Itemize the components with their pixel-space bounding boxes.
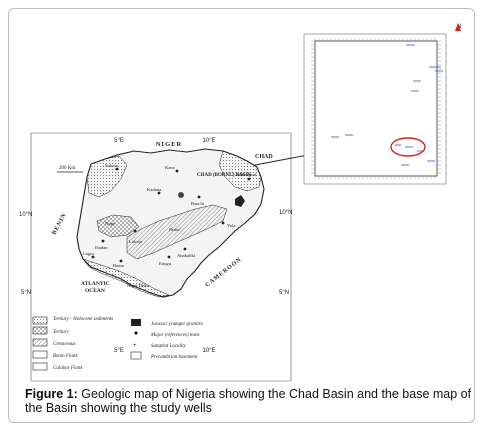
figure-frame: 5°E 10°E 5°E 10°E 10°N 5°N 10°N 5°N [8, 8, 475, 423]
place-label: Benin [113, 263, 125, 268]
legend-swatch [130, 351, 142, 360]
town-marker [221, 221, 225, 225]
legend-swatch [32, 362, 48, 371]
legend-swatch [32, 338, 48, 347]
legend-swatch [32, 350, 48, 359]
chad-basin-fill [218, 150, 262, 192]
place-label: Lagos [83, 251, 94, 256]
town-marker [157, 191, 161, 195]
north-arrow-icon [455, 23, 461, 31]
legend-label: Tertiary [53, 330, 70, 335]
legend-label: Precambrian basement [150, 355, 198, 360]
niger-delta-fill [82, 258, 170, 298]
legend-swatch [131, 319, 141, 326]
town-marker [101, 239, 105, 243]
caption-label: Figure 1: [25, 387, 78, 401]
legend-label: Benin Flank [53, 354, 78, 359]
place-label: Bauchi [191, 201, 205, 206]
bottom-longitude-label: 10°E [202, 348, 215, 354]
legend-label: Jurassic younger granites [151, 322, 203, 327]
legend-swatch: + [133, 343, 137, 349]
nupe-basin-fill [96, 214, 140, 238]
left-latitude-label: 10°N [19, 212, 32, 218]
right-latitude-label: 5°N [279, 290, 289, 296]
left-latitude-label: 5°N [21, 290, 31, 296]
place-label: Kaduna [147, 187, 161, 192]
study-area-highlight [390, 137, 426, 157]
place-label: Sokoto [105, 163, 119, 168]
base-map-ticks [311, 38, 441, 179]
granite-patch [178, 192, 184, 198]
legend-label: Tertiary - Holocene sediments [53, 317, 113, 322]
chad-basin-base-map: N [303, 23, 461, 185]
town-marker [115, 167, 119, 171]
place-label: Niger Delta [127, 283, 149, 288]
place-label: Nupe [105, 221, 115, 226]
place-label: Maiduguri [237, 172, 257, 177]
caption-text: Geologic map of Nigeria showing the Chad… [25, 387, 472, 415]
place-label: Lokoja [129, 239, 142, 244]
town-marker [247, 177, 251, 181]
niger-label: NIGER [156, 141, 182, 148]
figure-caption: Figure 1: Geologic map of Nigeria showin… [25, 387, 474, 415]
place-label: Kano [165, 165, 176, 170]
ocean-label: OCEAN [85, 288, 105, 294]
figure-graphic: 5°E 10°E 5°E 10°E 10°N 5°N 10°N 5°N [19, 23, 461, 382]
legend-label: Major (references) town [150, 333, 200, 338]
chad-basin-label: CHAD (BORNU) BASIN [197, 173, 251, 178]
place-label: Enugu [159, 261, 172, 266]
base-map-inner-frame [314, 40, 438, 177]
town-marker [183, 247, 187, 251]
legend-swatch [32, 316, 48, 325]
benin-country-label: BENIN [51, 212, 68, 236]
sokoto-basin-fill [86, 155, 128, 198]
town-marker [175, 169, 179, 173]
benue-trough-fill [126, 204, 228, 260]
legend-swatch [32, 326, 48, 335]
legend-label: Sampled Locality [151, 344, 187, 349]
well-markers [331, 44, 443, 166]
right-latitude-label: 10°N [279, 210, 292, 216]
top-longitude-label: 5°E [114, 138, 124, 144]
bottom-longitude-label: 5°E [114, 348, 124, 354]
chad-label: CHAD [255, 154, 273, 160]
town-marker [133, 229, 137, 233]
top-longitude-label: 10°E [202, 138, 215, 144]
legend-swatch [134, 331, 138, 335]
cameroon-label: CAMEROON [205, 257, 244, 289]
legend-label: Calabar Flank [53, 366, 83, 371]
town-marker [91, 255, 95, 259]
place-label: Ibadan [95, 245, 108, 250]
scale-label: 200 Km [59, 166, 75, 171]
town-marker [167, 255, 171, 259]
town-marker [119, 259, 123, 263]
town-marker [197, 195, 201, 199]
place-label: Abakaliki [177, 253, 196, 258]
legend: Tertiary - Holocene sediments Tertiary C… [32, 316, 203, 371]
granite-patch [235, 195, 245, 207]
atlantic-label: ATLANTIC [81, 281, 110, 287]
place-label: Benue [169, 227, 180, 232]
legend-label: Cretaceous [53, 342, 76, 347]
place-label: Yola [227, 223, 235, 228]
